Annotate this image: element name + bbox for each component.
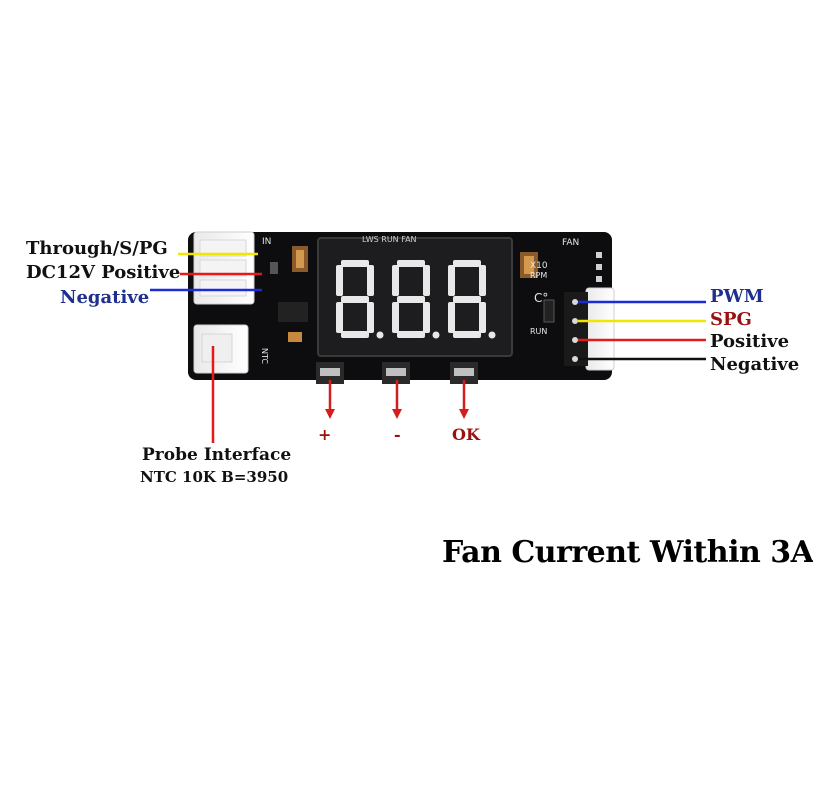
display-segment (453, 331, 481, 338)
label-negative-left: Negative (60, 287, 150, 308)
label-pwm: PWM (710, 286, 764, 307)
display-decimal-point (432, 331, 440, 339)
display-digit (448, 260, 496, 339)
label-button-ok: OK (452, 425, 480, 444)
button-minus[interactable] (382, 362, 410, 384)
display-segment (448, 265, 455, 296)
display-segment (367, 302, 374, 333)
ntc-probe-connector (193, 324, 249, 374)
label-probe-interface: Probe Interface (142, 445, 292, 465)
display-digit (336, 260, 384, 339)
label-positive-right: Positive (710, 331, 790, 352)
seven-segment-digits (336, 260, 496, 339)
display-segment (336, 302, 343, 333)
display-digit (392, 260, 440, 339)
display-decimal-point (376, 331, 384, 339)
silk-rpm: RPM (530, 271, 547, 280)
display-segment (448, 302, 455, 333)
label-spg: SPG (710, 309, 752, 330)
input-connector (193, 231, 255, 305)
label-negative-right: Negative (710, 354, 800, 375)
figure-title: Fan Current Within 3A (442, 535, 813, 570)
display-segment (453, 260, 481, 267)
header-pins (596, 252, 602, 282)
display-segment (397, 296, 425, 303)
display-decimal-point (488, 331, 496, 339)
label-through-s-pg: Through/S/PG (26, 238, 168, 259)
display-segment (423, 265, 430, 296)
smd-components (270, 246, 555, 342)
display-segment (397, 331, 425, 338)
fan-connector (564, 287, 615, 371)
label-ntc-spec: NTC 10K B=3950 (140, 468, 289, 486)
label-dc12v-positive: DC12V Positive (26, 262, 181, 283)
silk-ntc: NTC (260, 348, 269, 364)
silk-celsius: C° (534, 291, 548, 305)
display-segment (397, 260, 425, 267)
silk-top: LWS RUN FAN (362, 235, 417, 244)
label-button-plus: + (318, 425, 332, 444)
silk-in: IN (262, 237, 271, 247)
button-plus[interactable] (316, 362, 344, 384)
display-segment (367, 265, 374, 296)
display-segment (341, 331, 369, 338)
silk-fan: FAN (562, 238, 579, 248)
display-segment (479, 265, 486, 296)
display-segment (392, 265, 399, 296)
silk-x10: X10 (530, 261, 548, 271)
display-segment (453, 296, 481, 303)
button-ok[interactable] (450, 362, 478, 384)
display-segment (392, 302, 399, 333)
silk-run: RUN (530, 327, 547, 336)
display-segment (341, 260, 369, 267)
display-segment (336, 265, 343, 296)
display-segment (341, 296, 369, 303)
label-button-minus: - (394, 425, 401, 444)
display-segment (479, 302, 486, 333)
display-segment (423, 302, 430, 333)
